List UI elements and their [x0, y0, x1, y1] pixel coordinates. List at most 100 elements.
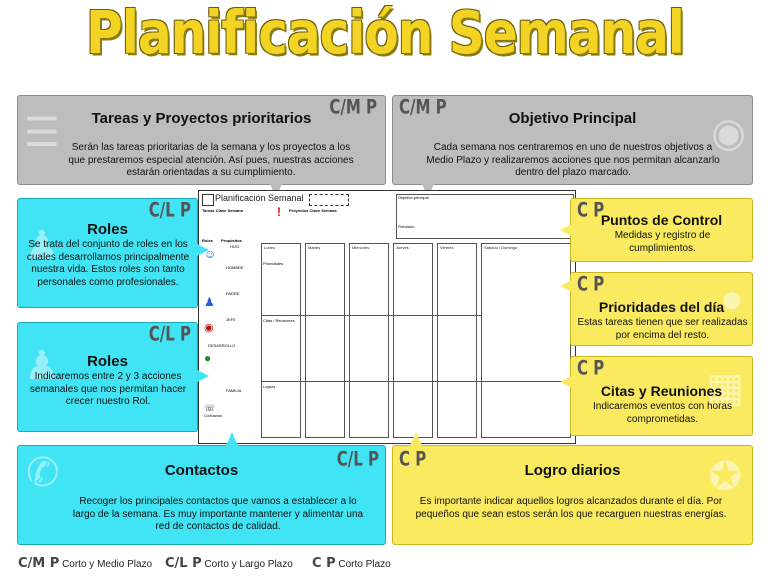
day-column-2: Martes: [305, 243, 345, 438]
puntos-pointer: [560, 224, 572, 236]
legend-label: Corto Plazo: [338, 559, 391, 570]
day-label: Sábado / Domingo: [484, 245, 518, 250]
objetivo-box: ◉ C/M P Objetivo Principal Cada semana n…: [392, 95, 753, 185]
puntos-heading: Puntos de Control: [600, 212, 723, 228]
citas-row-label: Citas / Reuniones: [263, 318, 295, 323]
roles1-heading: Roles: [87, 221, 128, 238]
tareas-box: ☰ C/M P Tareas y Proyectos prioritarios …: [17, 95, 386, 185]
roles-box-1: ♟ C/L P Roles Se trata del conjunto de r…: [17, 198, 198, 308]
roles-box-2: ♟ C/L P Roles Indicaremos entre 2 y 3 ac…: [17, 322, 198, 432]
citas-pointer: [560, 376, 572, 388]
legend-item-3: C P Corto Plazo: [312, 556, 391, 571]
logro-code: C P: [399, 447, 427, 471]
day-column-6: Sábado / Domingo: [481, 243, 571, 438]
phone-icon: ☏: [204, 403, 216, 413]
prioridades-row-label: Prioridades: [263, 261, 284, 266]
page-title: Planificación Semanal: [86, 0, 685, 68]
role-item: HIJO: [230, 244, 240, 249]
sheet-contactos-label: Contactos: [204, 413, 223, 418]
day-label: Jueves: [396, 245, 409, 250]
sheet-objetivo-box: [396, 194, 574, 239]
alert-icon: ●: [719, 277, 744, 321]
globe-icon: ●: [204, 351, 212, 365]
legend-label: Corto y Largo Plazo: [204, 559, 293, 570]
role-item: PADRE: [226, 291, 240, 296]
objetivo-code: C/M P: [399, 95, 447, 119]
roles2-pointer: [197, 370, 209, 382]
sheet-objetivo-label: Objetivo principal: [398, 195, 429, 200]
sheet-propositos-label: Propósitos: [221, 238, 242, 243]
alert-icon: !: [277, 205, 281, 219]
tareas-heading: Tareas y Proyectos prioritarios: [91, 110, 312, 127]
contactos-heading: Contactos: [164, 462, 239, 479]
roles1-text: Se trata del conjunto de roles en los cu…: [26, 239, 190, 288]
objetivo-text: Cada semana nos centraremos en uno de nu…: [426, 142, 720, 178]
phone-icon: ✆: [26, 451, 60, 495]
logro-text: Es importante indicar aquellos logros al…: [415, 496, 727, 520]
role-item: DESARROLLO: [208, 343, 236, 348]
role-item: HOMBRE: [226, 265, 244, 270]
logro-heading: Logro diarios: [524, 462, 621, 479]
day-column-3: Miércoles: [349, 243, 389, 438]
legend-code: C/L P: [165, 556, 202, 571]
tareas-text: Serán las tareas prioritarias de la sema…: [68, 142, 354, 178]
calendar-icon: ▦: [706, 366, 744, 410]
tareas-code: C/M P: [329, 95, 377, 119]
sheet-tareas-label: Tareas Clave Semana: [202, 208, 243, 213]
sheet-logo-box: [202, 194, 214, 206]
puntos-text: Medidas y registro de cumplimientos.: [614, 230, 711, 254]
planner-sheet: Planificación Semanal Tareas Clave Seman…: [198, 190, 576, 444]
target-icon: ◉: [711, 111, 746, 155]
medal-icon: ✪: [708, 455, 742, 499]
legend-label: Corto y Medio Plazo: [62, 559, 153, 570]
sheet-roles-label: Roles: [202, 238, 213, 243]
puntos-box: C P Puntos de Control Medidas y registro…: [570, 198, 753, 262]
roles1-pointer: [197, 244, 209, 256]
day-label: Martes: [308, 245, 321, 250]
day-column-1: Lunes: [261, 243, 301, 438]
prioridades-box: ● C P Prioridades del día Estas tareas t…: [570, 272, 753, 346]
legend-item-2: C/L P Corto y Largo Plazo: [165, 556, 293, 571]
citas-text: Indicaremos eventos con horas comprometi…: [593, 401, 732, 425]
legend-item-1: C/M P Corto y Medio Plazo: [18, 556, 152, 571]
day-label: Miércoles: [352, 245, 370, 250]
citas-heading: Citas y Reuniones: [600, 383, 723, 399]
role-item: JEFE: [226, 317, 236, 322]
citas-box: ▦ C P Citas y Reuniones Indicaremos even…: [570, 356, 753, 436]
roles2-text: Indicaremos entre 2 y 3 acciones semanal…: [29, 371, 187, 407]
roles2-heading: Roles: [87, 353, 128, 370]
checklist-icon: ☰: [24, 111, 60, 155]
legend-code: C/M P: [18, 556, 60, 571]
prioridades-pointer: [560, 280, 572, 292]
people-icon: ♟: [204, 295, 215, 309]
day-column-5: Viernes: [437, 243, 477, 438]
citas-code: C P: [577, 356, 605, 380]
roles1-code: C/L P: [148, 198, 191, 222]
day-label: Viernes: [440, 245, 454, 250]
day-column-4: Jueves: [393, 243, 433, 438]
person-icon: ♟: [24, 344, 60, 388]
contactos-code: C/L P: [336, 447, 379, 471]
eye-icon: ◉: [204, 322, 214, 334]
contactos-box: ✆ C/L P Contactos Recoger los principale…: [17, 445, 386, 545]
role-item: FAMILIA: [226, 388, 242, 393]
roles-column: HIJO ☺ HOMBRE PADRE ♟ JEFE ◉ DESARROLLO …: [202, 243, 257, 438]
person-icon: ♟: [24, 224, 60, 268]
objetivo-heading: Objetivo Principal: [508, 110, 637, 127]
prioridades-text: Estas tareas tienen que ser realizadas p…: [577, 317, 748, 341]
sheet-title: Planificación Semanal: [215, 193, 304, 203]
logro-pointer: [410, 432, 422, 446]
logro-box: ✪ C P Logro diarios Es importante indica…: [392, 445, 753, 545]
contactos-pointer: [226, 432, 238, 446]
prioridades-heading: Prioridades del día: [598, 299, 725, 315]
prioridades-code: C P: [577, 272, 605, 296]
sheet-prevision-label: Previsión: [398, 224, 415, 229]
day-label: Lunes: [264, 245, 275, 250]
row-divider: [261, 315, 481, 316]
roles2-code: C/L P: [148, 322, 191, 346]
legend-code: C P: [312, 556, 336, 571]
logros-row-label: Logros: [263, 384, 276, 389]
contactos-text: Recoger los principales contactos que va…: [72, 496, 364, 532]
sheet-title-box: [309, 194, 349, 206]
row-divider: [261, 381, 571, 382]
